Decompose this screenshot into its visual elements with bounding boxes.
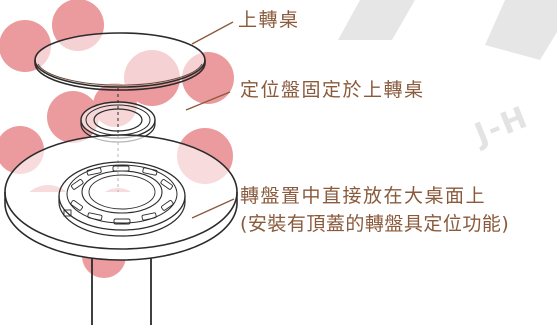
lazy-susan-base xyxy=(58,161,186,237)
leader-lines xyxy=(185,21,235,219)
label-upper-turntable: 上轉桌 xyxy=(238,9,300,31)
watermark-shape xyxy=(338,0,557,60)
label-positioning-plate: 定位盤固定於上轉桌 xyxy=(240,79,425,101)
table-legs xyxy=(91,250,152,325)
label-lazy-susan-line1: 轉盤置中直接放在大桌面上 xyxy=(240,185,487,207)
label-lazy-susan-line2: (安裝有頂蓋的轉盤具定位功能) xyxy=(240,213,510,235)
large-tabletop xyxy=(4,134,238,261)
upper-turntable xyxy=(34,32,206,91)
